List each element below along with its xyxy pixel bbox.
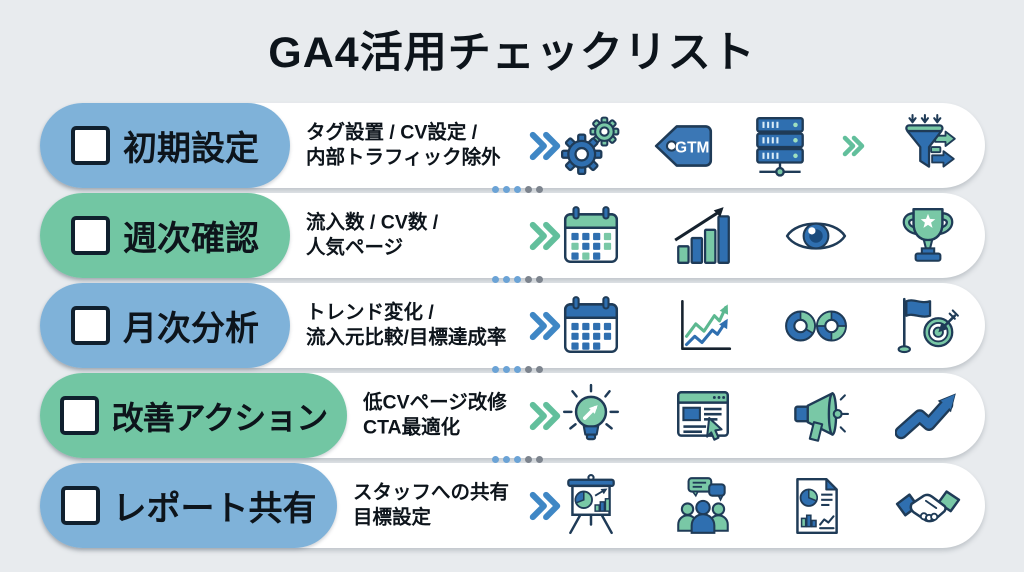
chevron-right-icon bbox=[529, 131, 561, 160]
row-description: 流入数 / CV数 / 人気ページ bbox=[306, 211, 439, 259]
row-description: スタッフへの共有 目標設定 bbox=[353, 481, 510, 529]
checklist-row-monthly-analysis: 月次分析 トレンド変化 / 流入元比較/目標達成率 bbox=[40, 283, 985, 368]
label-pill: レポート共有 bbox=[40, 463, 337, 548]
row-label: 週次確認 bbox=[123, 220, 259, 258]
row-label: レポート共有 bbox=[112, 490, 317, 528]
funnel-arrows-icon bbox=[905, 113, 956, 168]
row-icons: GTM bbox=[558, 103, 961, 188]
checklist-row-initial-setup: 初期設定 タグ設置 / CV設定 / 内部トラフィック除外 bbox=[40, 103, 985, 188]
trend-arrow-icon bbox=[894, 392, 956, 439]
row-separator-dots bbox=[492, 366, 543, 374]
row-description: タグ設置 / CV設定 / 内部トラフィック除外 bbox=[306, 121, 501, 169]
chevron-right-small-icon bbox=[842, 135, 864, 156]
row-label: 月次分析 bbox=[123, 310, 259, 348]
flag-target-icon bbox=[897, 297, 959, 353]
server-icon bbox=[755, 116, 804, 177]
donut-charts-icon bbox=[784, 310, 847, 341]
line-chart-icon bbox=[681, 299, 732, 350]
checkbox[interactable] bbox=[60, 486, 100, 525]
label-pill: 初期設定 bbox=[40, 103, 290, 188]
row-icons bbox=[558, 463, 961, 548]
row-label: 改善アクション bbox=[111, 399, 328, 436]
team-discussion-icon bbox=[677, 476, 730, 534]
label-pill: 改善アクション bbox=[40, 373, 347, 458]
row-separator-dots bbox=[492, 276, 543, 284]
checkbox[interactable] bbox=[59, 396, 99, 435]
row-icons bbox=[558, 373, 961, 458]
row-icons bbox=[558, 283, 961, 368]
row-separator-dots bbox=[492, 456, 543, 464]
report-document-icon bbox=[795, 477, 838, 534]
chevron-right-icon bbox=[529, 221, 561, 250]
chevron-right-icon bbox=[529, 311, 561, 340]
checklist-row-weekly-check: 週次確認 流入数 / CV数 / 人気ページ bbox=[40, 193, 985, 278]
checkbox[interactable] bbox=[71, 126, 110, 165]
megaphone-icon bbox=[793, 391, 849, 442]
gtm-label: GTM bbox=[675, 139, 709, 156]
row-icons bbox=[558, 193, 961, 278]
calendar-icon bbox=[563, 295, 619, 353]
trophy-icon bbox=[902, 207, 954, 262]
checkbox[interactable] bbox=[71, 306, 110, 345]
eye-icon bbox=[785, 221, 846, 250]
lightbulb-icon bbox=[562, 383, 620, 440]
checkbox[interactable] bbox=[71, 216, 110, 255]
gtm-tag-icon: GTM bbox=[655, 124, 713, 167]
webpage-cursor-icon bbox=[677, 390, 730, 441]
row-separator-dots bbox=[492, 186, 543, 194]
bar-chart-growth-icon bbox=[674, 206, 731, 264]
checklist-row-report-sharing: レポート共有 スタッフへの共有 目標設定 bbox=[40, 463, 985, 548]
row-label: 初期設定 bbox=[123, 130, 259, 168]
checklist-row-improvement-action: 改善アクション 低CVページ改修 CTA最適化 bbox=[40, 373, 985, 458]
page-title: GA4活用チェックリスト bbox=[268, 29, 756, 77]
row-description: 低CVページ改修 CTA最適化 bbox=[363, 391, 507, 439]
chevron-right-icon bbox=[529, 491, 561, 520]
label-pill: 月次分析 bbox=[40, 283, 290, 368]
presentation-chart-icon bbox=[567, 473, 615, 534]
chevron-right-icon bbox=[529, 401, 561, 430]
label-pill: 週次確認 bbox=[40, 193, 290, 278]
row-description: トレンド変化 / 流入元比較/目標達成率 bbox=[306, 301, 507, 349]
handshake-icon bbox=[895, 489, 961, 522]
gears-icon bbox=[560, 116, 620, 175]
checklist-board: 初期設定 タグ設置 / CV設定 / 内部トラフィック除外 bbox=[40, 103, 985, 548]
calendar-icon bbox=[563, 205, 619, 263]
